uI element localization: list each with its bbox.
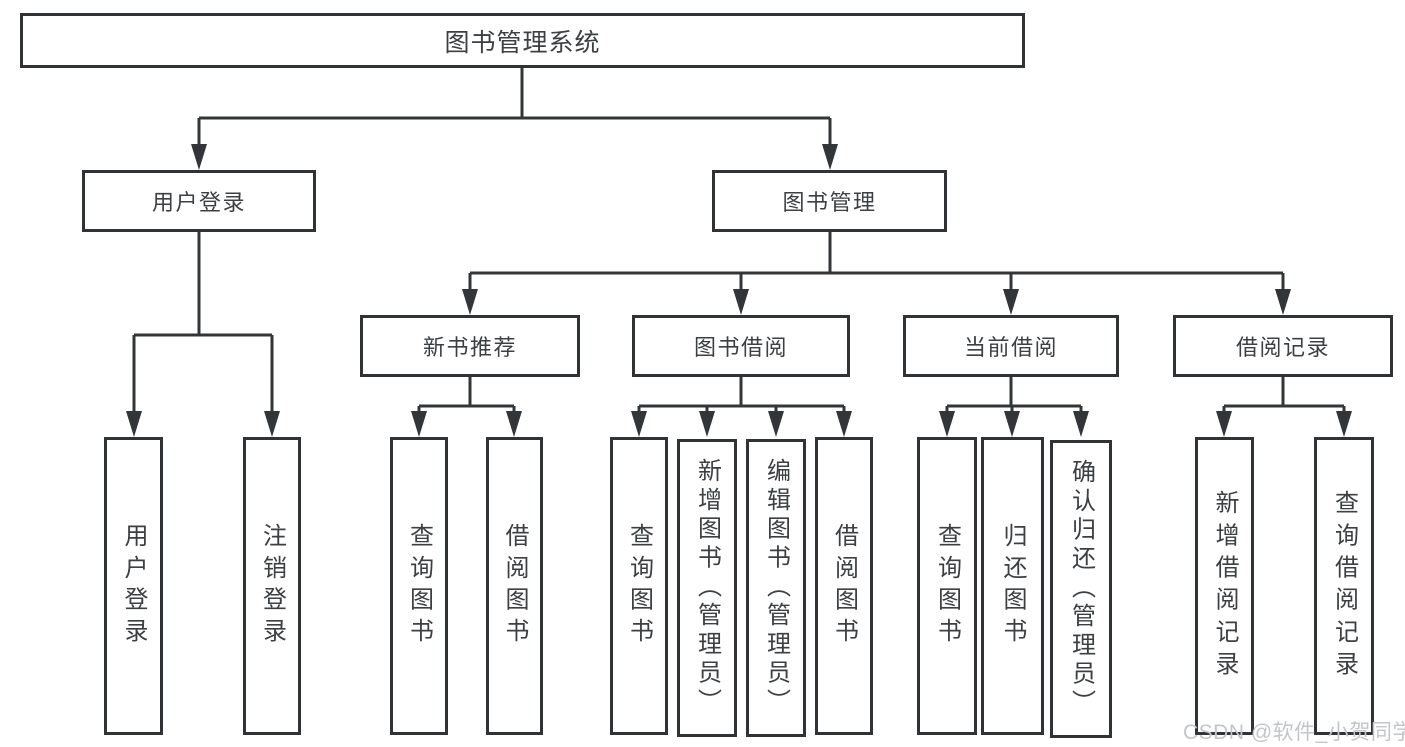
node-return-books: 归还图书 <box>981 437 1044 735</box>
node-current-borrowing: 当前借阅 <box>903 315 1119 377</box>
node-query-books-recommend: 查询图书 <box>390 437 448 735</box>
node-book-management-branch: 图书管理 <box>712 170 947 232</box>
node-new-book-recommendation: 新书推荐 <box>360 315 580 377</box>
node-add-books-admin: 新增图书（管理员） <box>677 439 737 737</box>
node-borrowing-records: 借阅记录 <box>1173 315 1393 377</box>
node-book-borrowing: 图书借阅 <box>632 315 850 377</box>
node-query-books-borrowing: 查询图书 <box>610 437 668 735</box>
node-borrow-books-leaf: 借阅图书 <box>815 437 873 735</box>
node-user-login-branch: 用户登录 <box>82 170 316 232</box>
node-query-borrow-record: 查询借阅记录 <box>1314 437 1374 735</box>
node-logout: 注销登录 <box>243 437 301 735</box>
node-borrow-books-recommend: 借阅图书 <box>486 437 543 735</box>
node-confirm-return-admin: 确认归还（管理员） <box>1050 440 1112 738</box>
node-edit-books-admin: 编辑图书（管理员） <box>746 439 806 737</box>
node-query-books-current: 查询图书 <box>917 437 977 735</box>
csdn-watermark: CSDN @软件_小贺同学 <box>1183 721 1405 744</box>
node-user-login-leaf: 用户登录 <box>104 437 163 735</box>
node-add-borrow-record: 新增借阅记录 <box>1195 437 1254 735</box>
node-library-management-system: 图书管理系统 <box>20 13 1025 68</box>
